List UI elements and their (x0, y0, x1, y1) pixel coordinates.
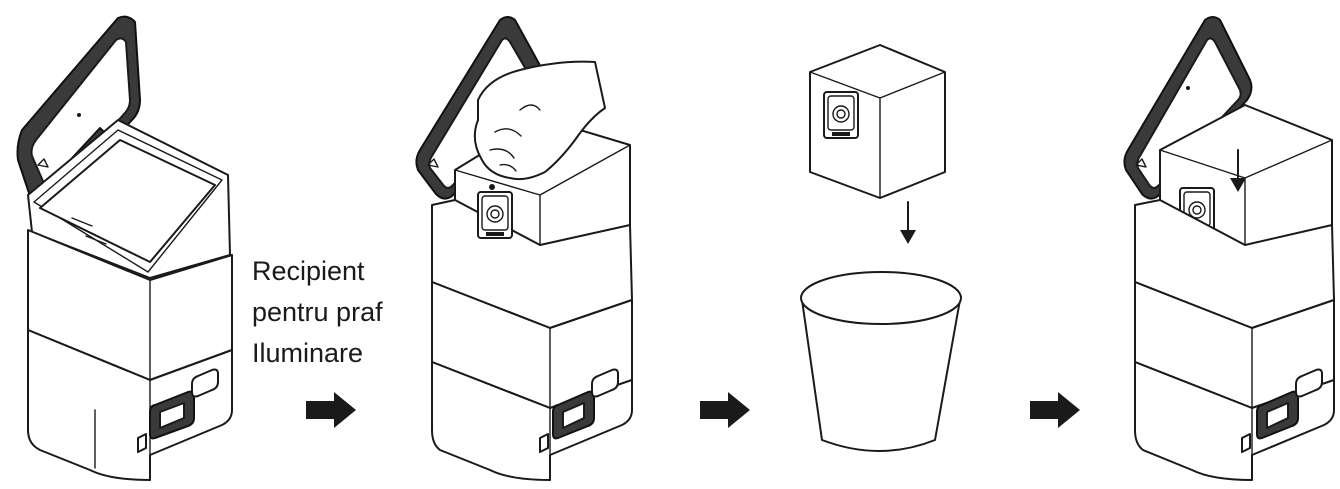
arrow-right-icon-1 (306, 392, 356, 428)
arrow-right-icon-3 (1030, 392, 1080, 428)
step2-remove-bag-illustration (415, 16, 633, 481)
trash-bin-icon (800, 271, 962, 452)
caption-line-3: Iluminare (252, 338, 363, 368)
arrow-right-icon-2 (700, 392, 750, 428)
step4-insert-bag-illustration (1123, 16, 1335, 481)
step1-open-dock-illustration (16, 15, 233, 481)
caption-line-2: pentru praf (252, 297, 383, 327)
caption-line-1: Recipient (252, 256, 365, 286)
step3-dispose-bag-illustration (800, 44, 962, 452)
